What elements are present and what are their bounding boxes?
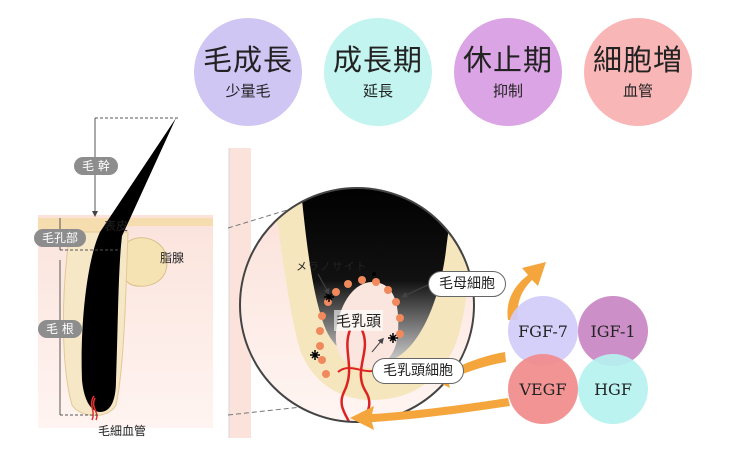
circle-main-label: 細胞増 <box>592 43 683 77</box>
growth-factor-label: FGF-7 <box>518 321 568 341</box>
circle-sub-label: 延長 <box>362 82 393 100</box>
zoom-circle-content <box>240 188 474 422</box>
matrix-cells <box>316 276 404 378</box>
growth-factor-hgf: HGF <box>578 354 648 424</box>
papilla-label: 毛乳頭 <box>334 310 384 331</box>
zoom-circle-border <box>239 187 475 423</box>
circle-cell-proliferation: 細胞増 血管 <box>584 18 692 126</box>
papilla-cell-label: 毛乳頭細胞 <box>372 358 464 384</box>
capillary-label: 毛細血管 <box>98 424 147 438</box>
circle-main-label: 成長期 <box>332 43 423 77</box>
papilla-cell-pointer <box>371 337 384 353</box>
melanocyte-dot <box>372 272 376 276</box>
circle-main-label: 休止期 <box>462 43 553 77</box>
circle-sub-label: 抑制 <box>492 82 523 100</box>
left-capillary <box>90 395 98 421</box>
circle-telogen: 休止期 抑制 <box>454 18 562 126</box>
melanocyte-marks <box>310 292 398 360</box>
growth-factor-label: HGF <box>594 379 632 399</box>
circle-sub-label: 少量毛 <box>225 82 271 100</box>
circle-anagen: 成長期 延長 <box>324 18 432 126</box>
matrix-pointer <box>401 283 431 298</box>
melanocyte-pointer <box>317 273 330 295</box>
circle-main-label: 毛成長 <box>202 43 293 77</box>
circle-hair-growth: 毛成長 少量毛 <box>194 18 302 126</box>
sebaceous-gland-label: 脂腺 <box>160 251 185 265</box>
arrow-to-capillary <box>350 398 510 430</box>
epidermis-label: 表皮 <box>104 219 129 233</box>
hair-shaft-tag: 毛 幹 <box>74 157 118 175</box>
hair-root-tag: 毛 根 <box>38 320 82 338</box>
circle-sub-label: 血管 <box>622 82 653 100</box>
matrix-cell-label: 毛母細胞 <box>428 271 506 297</box>
melanocyte-label: メラノサイト <box>296 260 368 273</box>
growth-factor-vegf: VEGF <box>508 354 578 424</box>
pore-tag: 毛孔部 <box>34 229 87 247</box>
growth-factor-label: IGF-1 <box>590 321 636 341</box>
hair-shaft <box>81 118 176 412</box>
growth-factor-label: VEGF <box>519 379 567 399</box>
